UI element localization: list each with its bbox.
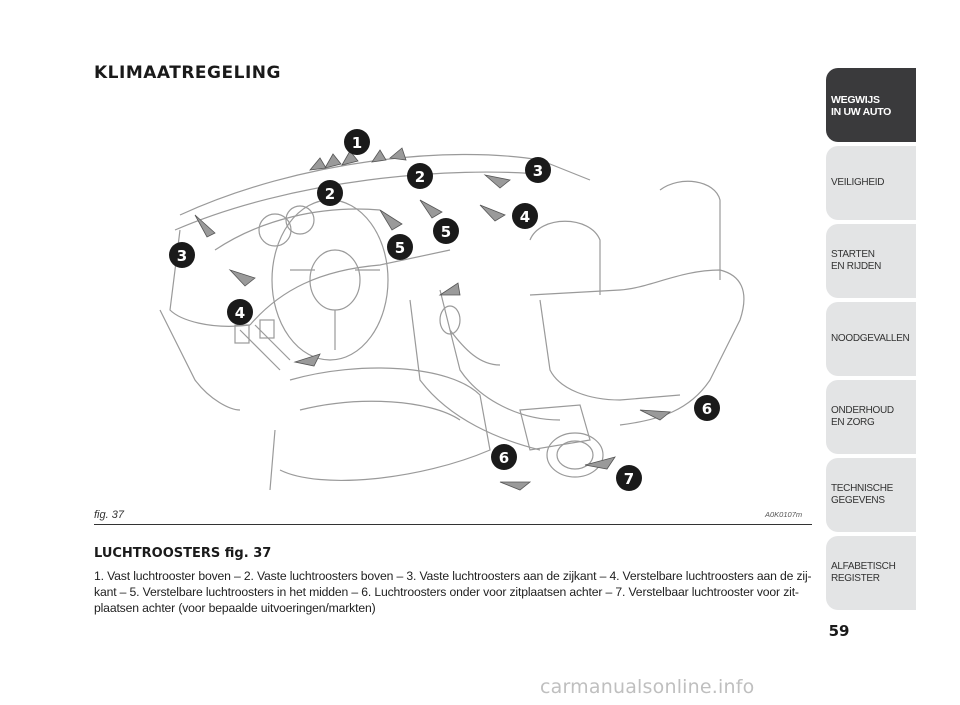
tab-noodgevallen[interactable]: NOODGEVALLEN	[826, 302, 916, 376]
chapter-tabs: WEGWIJS IN UW AUTO VEILIGHEID STARTEN EN…	[826, 68, 916, 614]
tab-label: ALFABETISCH REGISTER	[831, 561, 896, 584]
section-heading: LUCHTROOSTERS fig. 37	[94, 546, 272, 561]
figure-code: A0K0107m	[765, 510, 803, 519]
figure-divider	[94, 524, 812, 525]
page-number: 59	[828, 622, 850, 640]
tab-onderhoud[interactable]: ONDERHOUD EN ZORG	[826, 380, 916, 454]
tab-label: NOODGEVALLEN	[831, 333, 910, 344]
callout-1: 1	[344, 129, 370, 155]
tab-veiligheid[interactable]: VEILIGHEID	[826, 146, 916, 220]
svg-text:7: 7	[624, 470, 634, 488]
callout-4: 4	[512, 203, 538, 229]
tab-starten[interactable]: STARTEN EN RIJDEN	[826, 224, 916, 298]
svg-text:5: 5	[395, 239, 405, 257]
tab-register[interactable]: ALFABETISCH REGISTER	[826, 536, 916, 610]
callout-6: 6	[491, 444, 517, 470]
svg-text:6: 6	[702, 400, 712, 418]
svg-text:1: 1	[352, 134, 362, 152]
tab-label: ONDERHOUD EN ZORG	[831, 405, 894, 428]
svg-text:2: 2	[325, 185, 335, 203]
callout-6: 6	[694, 395, 720, 421]
interior-line-art	[159, 153, 745, 491]
callout-5: 5	[387, 234, 413, 260]
callout-7: 7	[616, 465, 642, 491]
svg-text:4: 4	[235, 304, 245, 322]
callout-5: 5	[433, 218, 459, 244]
airflow-arrows	[194, 147, 672, 491]
callout-3: 3	[525, 157, 551, 183]
svg-text:6: 6	[499, 449, 509, 467]
body-line: plaatsen achter (voor bepaalde uitvoerin…	[94, 601, 376, 615]
dashboard-vents-diagram: 1 2 2 3 3 4 4 5 5 6 6 7	[159, 129, 745, 491]
tab-technische-gegevens[interactable]: TECHNISCHE GEGEVENS	[826, 458, 916, 532]
svg-text:2: 2	[415, 168, 425, 186]
svg-text:5: 5	[441, 223, 451, 241]
body-text: 1. Vast luchtrooster boven – 2. Vaste lu…	[94, 568, 814, 616]
callout-markers: 1 2 2 3 3 4 4 5 5 6 6 7	[169, 129, 720, 491]
callout-4: 4	[227, 299, 253, 325]
body-line: 1. Vast luchtrooster boven – 2. Vaste lu…	[94, 569, 812, 583]
page-title: KLIMAATREGELING	[94, 63, 281, 83]
watermark: carmanualsonline.info	[540, 676, 755, 698]
callout-3: 3	[169, 242, 195, 268]
callout-2: 2	[407, 163, 433, 189]
tab-label: WEGWIJS IN UW AUTO	[831, 94, 891, 118]
tab-label: TECHNISCHE GEGEVENS	[831, 483, 894, 506]
tab-wegwijs[interactable]: WEGWIJS IN UW AUTO	[826, 68, 916, 142]
tab-label: VEILIGHEID	[831, 177, 885, 188]
callout-2: 2	[317, 180, 343, 206]
body-line: kant – 5. Verstelbare luchtroosters in h…	[94, 585, 799, 599]
svg-text:4: 4	[520, 208, 530, 226]
svg-text:3: 3	[177, 247, 187, 265]
svg-text:3: 3	[533, 162, 543, 180]
tab-label: STARTEN EN RIJDEN	[831, 249, 882, 272]
figure-caption: fig. 37	[94, 509, 124, 521]
figure-car-interior-illustration: 1 2 2 3 3 4 4 5 5 6 6 7	[120, 120, 810, 510]
